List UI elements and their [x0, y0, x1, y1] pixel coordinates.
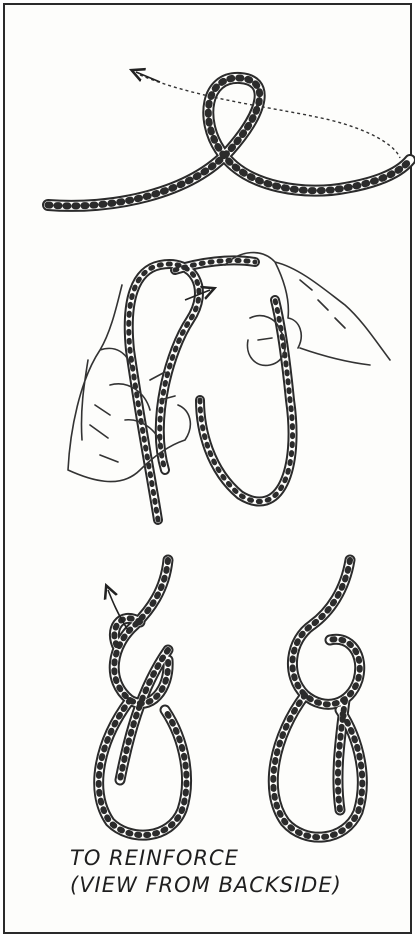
step-3-bowline-front [99, 560, 187, 835]
step-2-hands-diagram [68, 253, 390, 520]
step-1-arrow-icon [136, 72, 160, 82]
reinforce-caption: TO REINFORCE (VIEW FROM BACKSIDE) [70, 845, 400, 899]
step-1-guide-line [140, 75, 400, 158]
caption-line-1: TO REINFORCE [70, 845, 400, 872]
step-3-bowline-backside [273, 560, 362, 837]
right-hand-outline [225, 253, 390, 366]
caption-line-2: (VIEW FROM BACKSIDE) [70, 872, 400, 899]
step-1-loop-diagram [48, 72, 410, 206]
